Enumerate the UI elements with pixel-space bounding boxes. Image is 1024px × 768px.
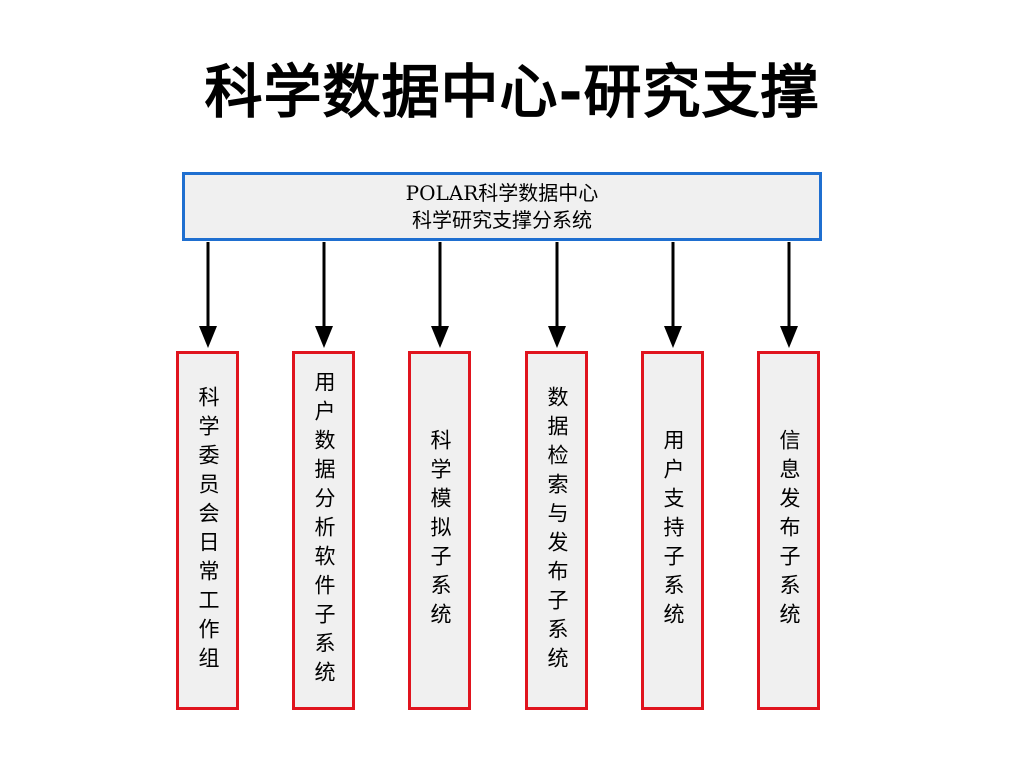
- arrowhead-icon: [548, 326, 566, 348]
- arrowhead-icon: [199, 326, 217, 348]
- child-node-label: 科学委员会日常工作组: [196, 385, 220, 676]
- child-node-science-committee: 科学委员会日常工作组: [176, 351, 239, 710]
- arrowhead-icon: [431, 326, 449, 348]
- child-node-label: 用户数据分析软件子系统: [312, 371, 336, 690]
- child-node-label: 信息发布子系统: [777, 429, 801, 632]
- child-node-info-publishing: 信息发布子系统: [757, 351, 820, 710]
- root-node-line2: 科学研究支撑分系统: [412, 207, 592, 232]
- root-node-box: POLAR科学数据中心 科学研究支撑分系统: [182, 172, 822, 241]
- child-node-data-retrieval-publishing: 数据检索与发布子系统: [525, 351, 588, 710]
- child-node-science-simulation: 科学模拟子系统: [408, 351, 471, 710]
- child-node-label: 科学模拟子系统: [428, 429, 452, 632]
- child-node-label: 用户支持子系统: [661, 429, 685, 632]
- child-node-user-support: 用户支持子系统: [641, 351, 704, 710]
- child-node-user-data-analysis: 用户数据分析软件子系统: [292, 351, 355, 710]
- root-node-line1: POLAR科学数据中心: [405, 180, 599, 205]
- arrowhead-icon: [780, 326, 798, 348]
- child-node-label: 数据检索与发布子系统: [545, 385, 569, 676]
- page-title: 科学数据中心-研究支撑: [204, 58, 820, 126]
- arrowhead-icon: [315, 326, 333, 348]
- arrowhead-icon: [664, 326, 682, 348]
